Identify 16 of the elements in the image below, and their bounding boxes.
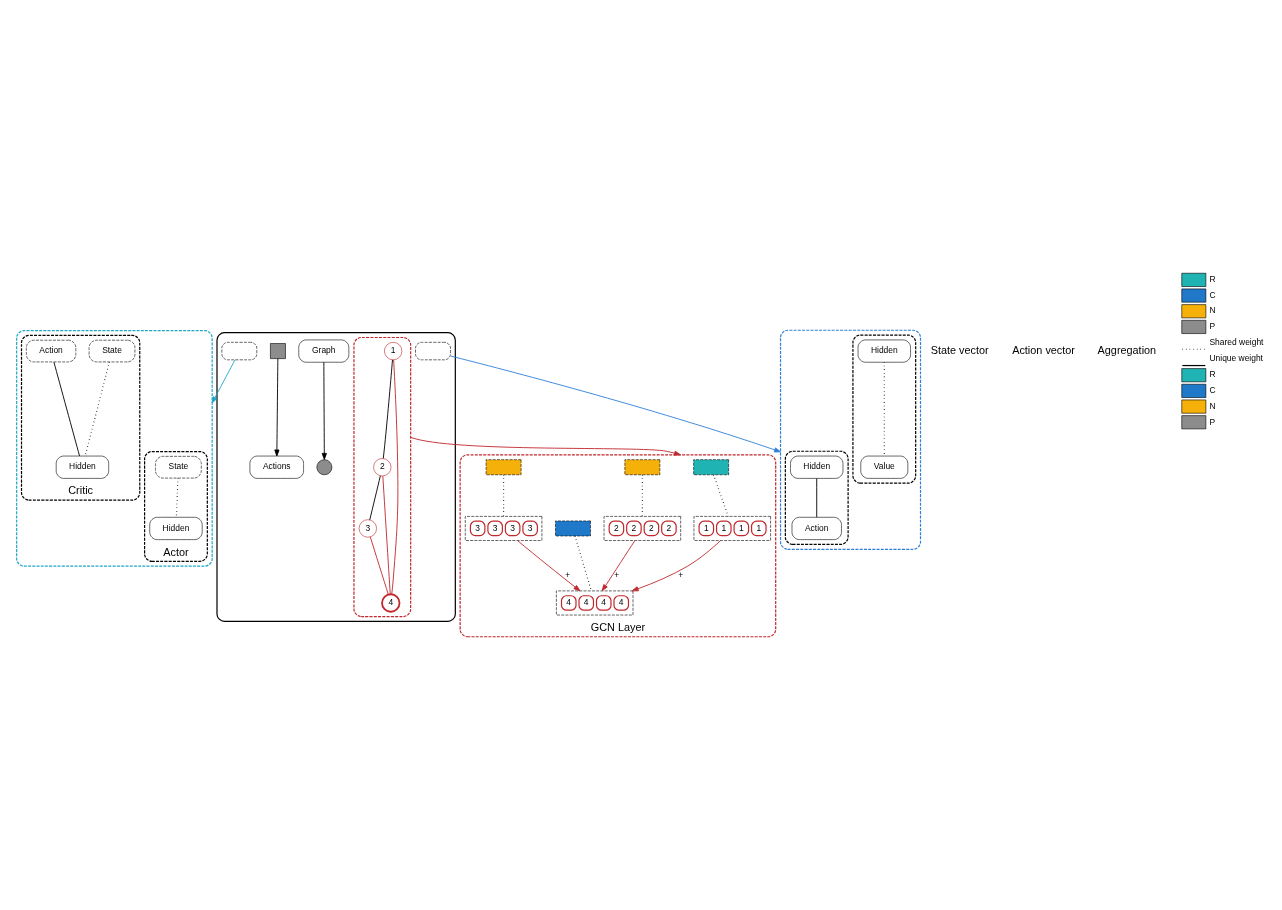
legend-label: N — [1209, 305, 1216, 316]
label: Action vector — [1012, 343, 1075, 356]
label: State vector — [930, 343, 989, 356]
legend-label: N — [1209, 400, 1216, 411]
legend-label: P — [1209, 416, 1216, 427]
legend-label: C — [1209, 385, 1216, 396]
legend-label: Unique weight — [1209, 353, 1263, 364]
edge-label: + — [678, 569, 684, 580]
legend-label: R — [1209, 369, 1216, 380]
edge-label: + — [614, 569, 620, 580]
label: Aggregation — [1097, 343, 1157, 356]
legend-label: Shared weight — [1209, 337, 1264, 348]
legend-label: P — [1209, 321, 1216, 332]
legend-label: R — [1209, 274, 1216, 285]
edge-label: + — [565, 569, 571, 580]
legend-label: C — [1209, 289, 1216, 300]
